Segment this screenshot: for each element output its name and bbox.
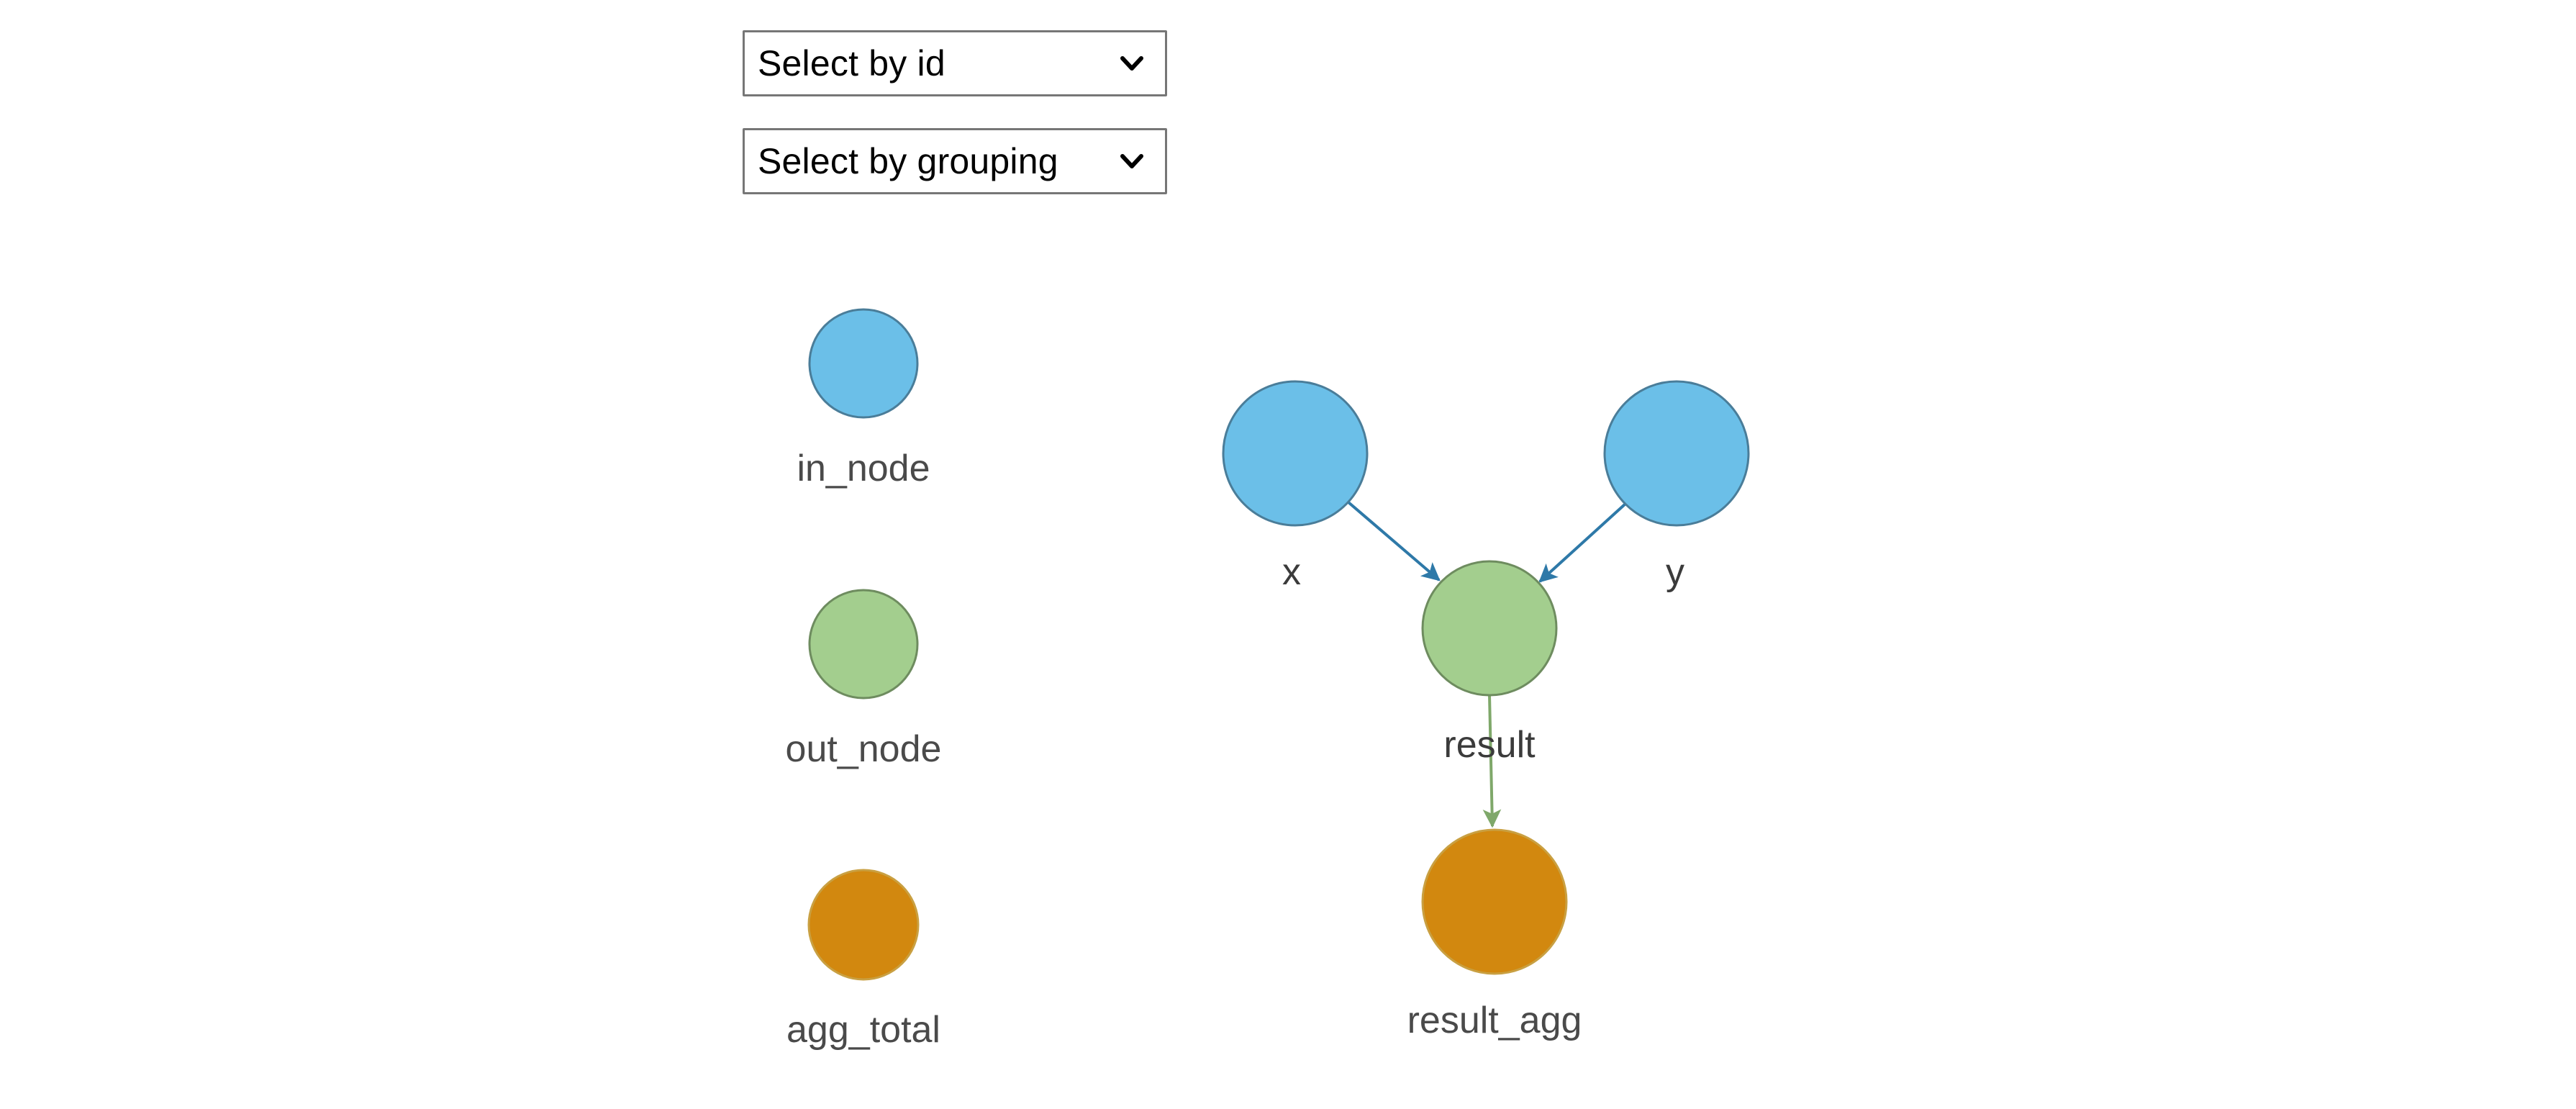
- graph-node-label-result-agg: result_agg: [1407, 1000, 1582, 1041]
- legend-item-in-node[interactable]: in_node: [797, 308, 930, 489]
- graph-edges: x y result: [1282, 501, 1684, 828]
- select-by-id-value: Select by id: [758, 43, 945, 83]
- legend-item-out-node[interactable]: out_node: [786, 589, 942, 770]
- edge-y-to-result-line: [1538, 502, 1627, 583]
- edge-x-to-result-line: [1347, 501, 1441, 581]
- graph-node-result-agg[interactable]: [1421, 828, 1568, 975]
- select-by-grouping-dropdown[interactable]: Select by grouping: [743, 128, 1167, 194]
- edge-label-y: y: [1666, 551, 1684, 593]
- edge-result-to-result-agg[interactable]: result: [1443, 694, 1536, 828]
- graph-node-result-agg-group[interactable]: result_agg: [1407, 828, 1582, 1041]
- select-by-id-dropdown[interactable]: Select by id: [743, 30, 1167, 96]
- graph-node-result[interactable]: [1421, 560, 1558, 697]
- edge-result-to-result-agg-line: [1482, 694, 1502, 828]
- legend-label-agg-total: agg_total: [786, 1009, 940, 1051]
- legend-label-in-node: in_node: [797, 448, 930, 489]
- chevron-down-icon: [1117, 49, 1146, 78]
- legend-item-agg-total[interactable]: agg_total: [786, 869, 940, 1051]
- graph-node-y[interactable]: [1603, 380, 1750, 527]
- chevron-down-icon: [1117, 147, 1146, 176]
- edge-y-to-result[interactable]: y: [1538, 502, 1684, 593]
- edge-x-to-result[interactable]: x: [1282, 501, 1441, 593]
- legend-swatch-in-node[interactable]: [808, 308, 919, 419]
- filter-controls: Select by id Select by grouping: [743, 30, 1167, 194]
- legend-label-out-node: out_node: [786, 728, 942, 770]
- legend: in_node out_node agg_total: [786, 308, 942, 1051]
- edge-label-result: result: [1443, 724, 1536, 766]
- graph-nodes: result_agg: [1222, 380, 1750, 1041]
- edge-label-x: x: [1282, 551, 1301, 593]
- legend-swatch-agg-total[interactable]: [807, 869, 920, 981]
- legend-swatch-out-node[interactable]: [808, 589, 919, 700]
- select-by-grouping-value: Select by grouping: [758, 141, 1058, 181]
- graph-node-x[interactable]: [1222, 380, 1369, 527]
